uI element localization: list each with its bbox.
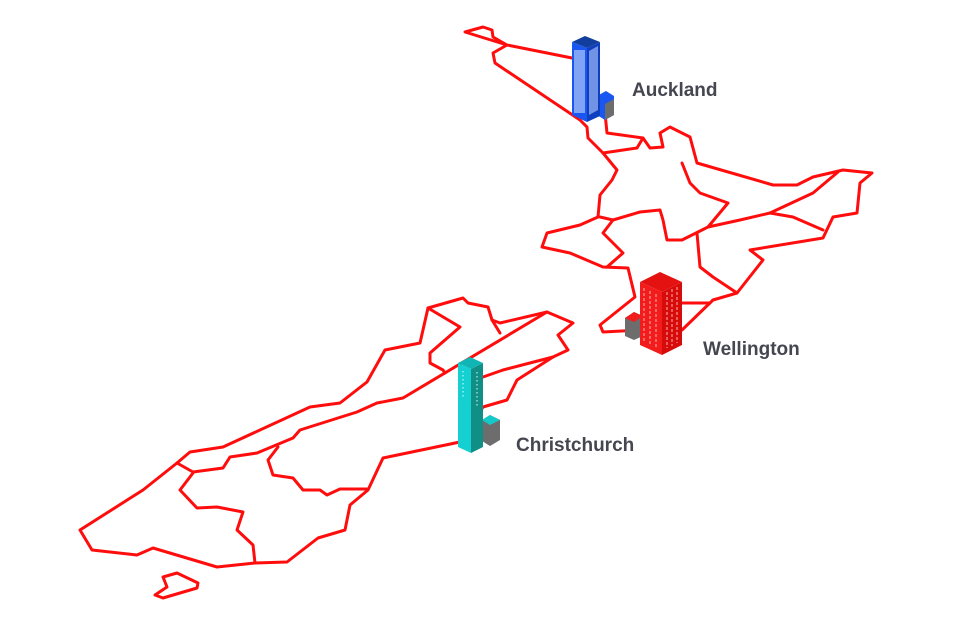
region-boundary[interactable] [706,170,840,229]
city-label-christchurch[interactable]: Christchurch [516,435,635,456]
region-boundary[interactable] [768,211,825,232]
region-boundary[interactable] [601,136,645,155]
region-boundary[interactable] [490,318,502,335]
stewart-island[interactable] [153,571,200,600]
region-boundary[interactable] [175,310,549,474]
region-boundary[interactable] [695,231,739,295]
region-boundary[interactable] [481,355,555,379]
region-boundary[interactable] [426,306,462,375]
office-tower-icon[interactable] [625,272,682,355]
city-label-wellington[interactable]: Wellington [703,339,800,360]
city-label-auckland[interactable]: Auckland [632,80,718,101]
north-island-outline[interactable] [463,25,874,334]
skyscraper-icon[interactable] [572,36,614,122]
region-boundary[interactable] [601,218,625,269]
south-island [78,296,575,600]
region-boundary[interactable] [266,445,369,497]
region-boundary[interactable] [178,471,257,565]
tower-icon[interactable] [458,357,500,453]
north-island [463,25,874,334]
region-boundary[interactable] [598,161,730,242]
